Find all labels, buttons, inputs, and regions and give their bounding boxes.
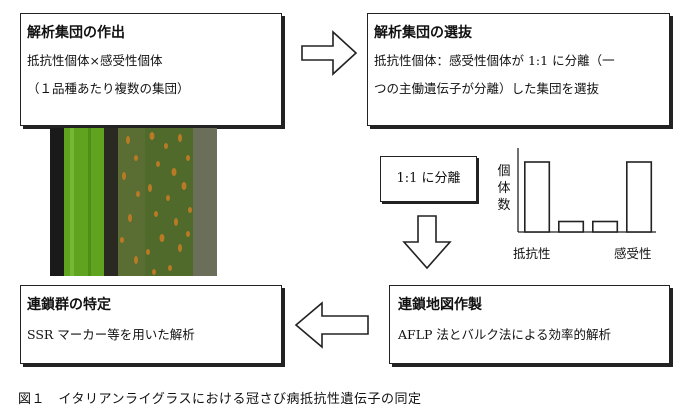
ratio-box: 1:1 に分離 [380, 156, 477, 202]
y-label-char-3: 数 [497, 198, 510, 213]
segregation-chart: 個 体 数 [497, 148, 656, 233]
box-select-population: 解析集団の選抜 抵抗性個体：感受性個体が 1:1 に分離（一 つの主働遺伝子が分… [367, 13, 670, 126]
bar-2 [558, 220, 585, 233]
y-label-char-1: 個 [497, 164, 510, 179]
arrow-right-icon [301, 30, 358, 76]
box-linkage-map-title: 連鎖地図作製 [398, 297, 482, 313]
box-linkage-map-line-1: AFLP 法とバルク法による効率的解析 [398, 327, 612, 342]
x-label-susceptible: 感受性 [614, 246, 652, 261]
box-linkage-group: 連鎖群の特定 SSR マーカー等を用いた解析 [20, 285, 282, 364]
box-linkage-map: 連鎖地図作製 AFLP 法とバルク法による効率的解析 [389, 285, 670, 364]
box-create-line-2: （１品種あたり複数の集団） [27, 81, 190, 96]
bar-4 [626, 161, 653, 233]
y-label-char-2: 体 [497, 181, 510, 196]
y-label: 個 体 数 [497, 164, 510, 213]
box-select-line-2: つの主働遺伝子が分離）した集団を選抜 [374, 81, 600, 96]
box-create-population: 解析集団の作出 抵抗性個体×感受性個体 （１品種あたり複数の集団） [20, 13, 282, 126]
arrow-down-icon [402, 215, 452, 270]
box-linkage-group-line-1: SSR マーカー等を用いた解析 [27, 327, 195, 342]
figure-caption: 図１ イタリアンライグラスにおける冠さび病抵抗性遺伝子の同定 [18, 392, 422, 407]
ratio-label: 1:1 に分離 [396, 171, 461, 186]
box-create-title: 解析集団の作出 [27, 25, 125, 41]
rust-spots [120, 132, 192, 275]
box-select-line-1: 抵抗性個体：感受性個体が 1:1 に分離（一 [374, 53, 615, 68]
box-create-line-1: 抵抗性個体×感受性個体 [27, 53, 163, 68]
box-linkage-group-title: 連鎖群の特定 [27, 297, 111, 313]
leaf-photo [50, 128, 217, 276]
x-label-resistant: 抵抗性 [513, 246, 551, 261]
arrow-left-icon [294, 301, 369, 349]
bar-3 [592, 220, 619, 233]
bar-1 [523, 161, 551, 233]
box-select-title: 解析集団の選抜 [374, 25, 472, 41]
